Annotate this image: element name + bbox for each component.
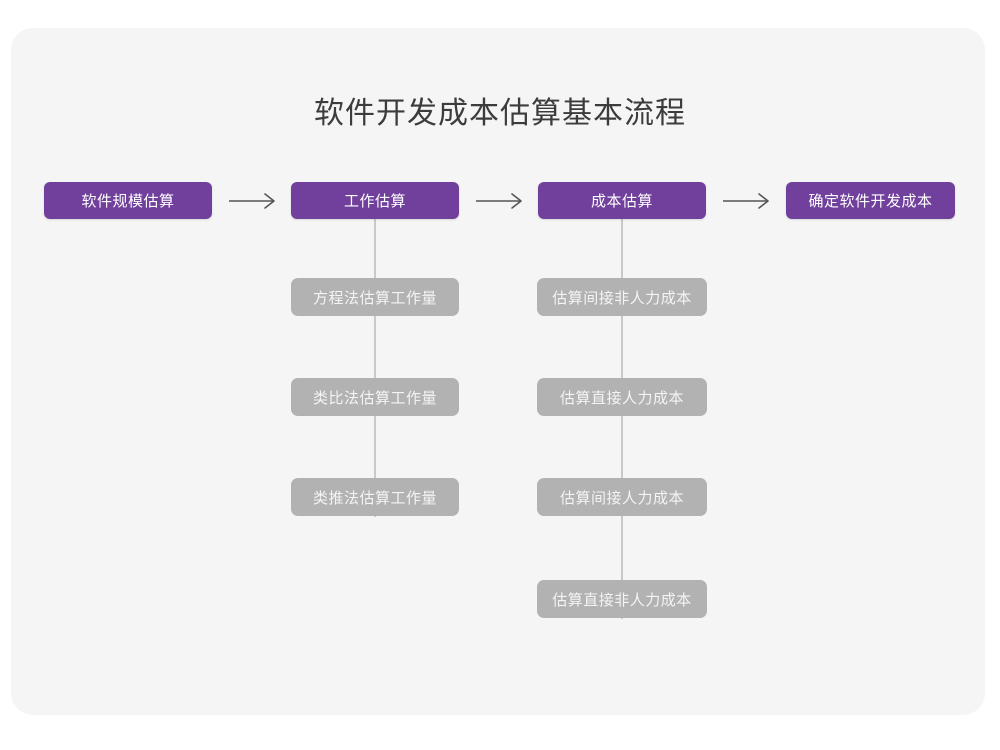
- substep-node-label: 估算直接非人力成本: [552, 591, 692, 609]
- substep-node-equation-method-effort[interactable]: 方程法估算工作量: [291, 278, 459, 316]
- stage-node-label: 确定软件开发成本: [808, 193, 933, 210]
- stage-node-label: 软件规模估算: [81, 193, 175, 210]
- page-title: 软件开发成本估算基本流程: [314, 97, 686, 130]
- substep-node-analogical-method-effort[interactable]: 类推法估算工作量: [291, 478, 459, 516]
- substep-node-indirect-nonlabor-cost[interactable]: 估算间接非人力成本: [537, 278, 707, 316]
- substep-node-label: 估算直接人力成本: [559, 389, 684, 407]
- stage-node-cost-estimation[interactable]: 成本估算: [538, 182, 706, 219]
- connector-line-stage-2: [374, 219, 376, 517]
- substep-node-label: 方程法估算工作量: [312, 289, 437, 307]
- stage-node-determine-development-cost[interactable]: 确定软件开发成本: [786, 182, 955, 219]
- substep-node-label: 类推法估算工作量: [312, 489, 437, 507]
- arrow-right-icon-3: [723, 190, 773, 212]
- stage-node-label: 成本估算: [590, 193, 653, 210]
- stage-node-effort-estimation[interactable]: 工作估算: [291, 182, 459, 219]
- substep-node-label: 类比法估算工作量: [312, 389, 437, 407]
- substep-node-direct-labor-cost[interactable]: 估算直接人力成本: [537, 378, 707, 416]
- substep-node-label: 估算间接人力成本: [559, 489, 684, 507]
- diagram-card: [11, 28, 985, 715]
- connector-line-stage-3: [621, 219, 623, 619]
- substep-node-indirect-labor-cost[interactable]: 估算间接人力成本: [537, 478, 707, 516]
- substep-node-label: 估算间接非人力成本: [552, 289, 692, 307]
- substep-node-analogy-method-effort[interactable]: 类比法估算工作量: [291, 378, 459, 416]
- stage-node-label: 工作估算: [343, 193, 406, 210]
- stage-node-software-scale-estimation[interactable]: 软件规模估算: [44, 182, 212, 219]
- substep-node-direct-nonlabor-cost[interactable]: 估算直接非人力成本: [537, 580, 707, 618]
- arrow-right-icon-1: [229, 190, 279, 212]
- arrow-right-icon-2: [476, 190, 526, 212]
